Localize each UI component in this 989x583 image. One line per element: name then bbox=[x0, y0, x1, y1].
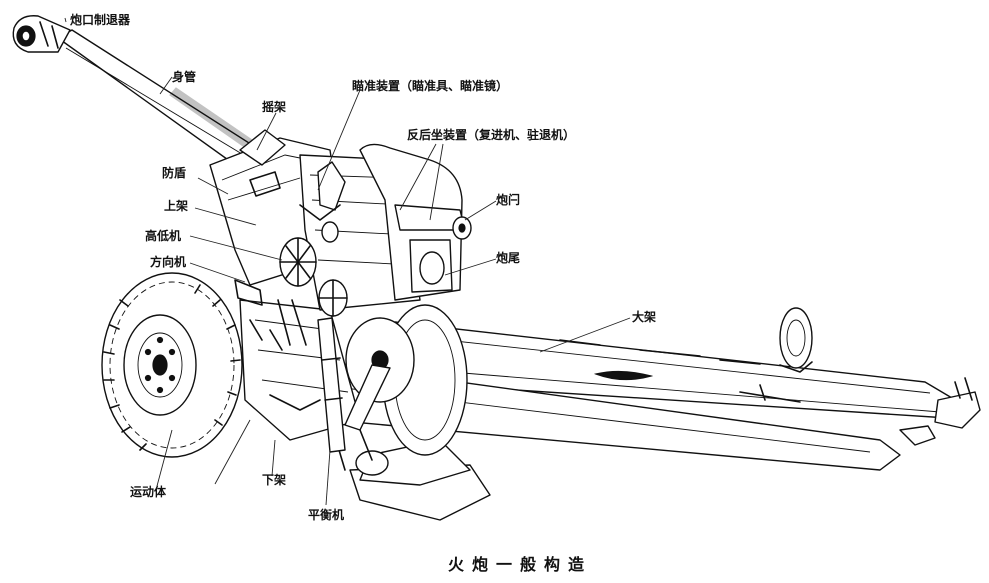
label-equilibrator: 平衡机 bbox=[308, 507, 344, 522]
label-breech-block: 炮闩 bbox=[496, 192, 520, 207]
label-running-gear: 运动体 bbox=[130, 484, 167, 499]
diagram-caption: 火炮一般构造 bbox=[448, 555, 592, 574]
labels: 炮口制退器 身管 摇架 瞄准装置（瞄准具、瞄准镜） 反后坐装置（复进机、驻退机）… bbox=[70, 12, 656, 522]
details bbox=[234, 279, 307, 351]
label-cradle: 摇架 bbox=[262, 99, 286, 114]
label-recoil: 反后坐装置（复进机、驻退机） bbox=[407, 127, 575, 142]
label-shield: 防盾 bbox=[162, 165, 186, 180]
label-breech: 炮尾 bbox=[496, 250, 520, 265]
label-lower-carriage: 下架 bbox=[262, 472, 286, 487]
label-elevating: 高低机 bbox=[145, 228, 181, 243]
traversing-handwheel bbox=[318, 279, 348, 317]
trail-beam bbox=[391, 307, 981, 446]
muzzle-brake bbox=[12, 15, 71, 53]
label-muzzle-brake: 炮口制退器 bbox=[70, 12, 131, 27]
equilibrator bbox=[317, 317, 346, 453]
label-traversing: 方向机 bbox=[150, 254, 186, 269]
hub-disc bbox=[344, 317, 415, 431]
label-trail: 大架 bbox=[632, 309, 656, 324]
howitzer-drawing bbox=[12, 15, 981, 521]
elevating-handwheel bbox=[279, 237, 317, 287]
leader-lines bbox=[64, 17, 631, 506]
barrel bbox=[57, 29, 261, 173]
label-upper-carriage: 上架 bbox=[164, 198, 188, 213]
main-wheel bbox=[101, 272, 243, 458]
label-barrel: 身管 bbox=[172, 69, 196, 84]
label-sight: 瞄准装置（瞄准具、瞄准镜） bbox=[352, 78, 508, 93]
